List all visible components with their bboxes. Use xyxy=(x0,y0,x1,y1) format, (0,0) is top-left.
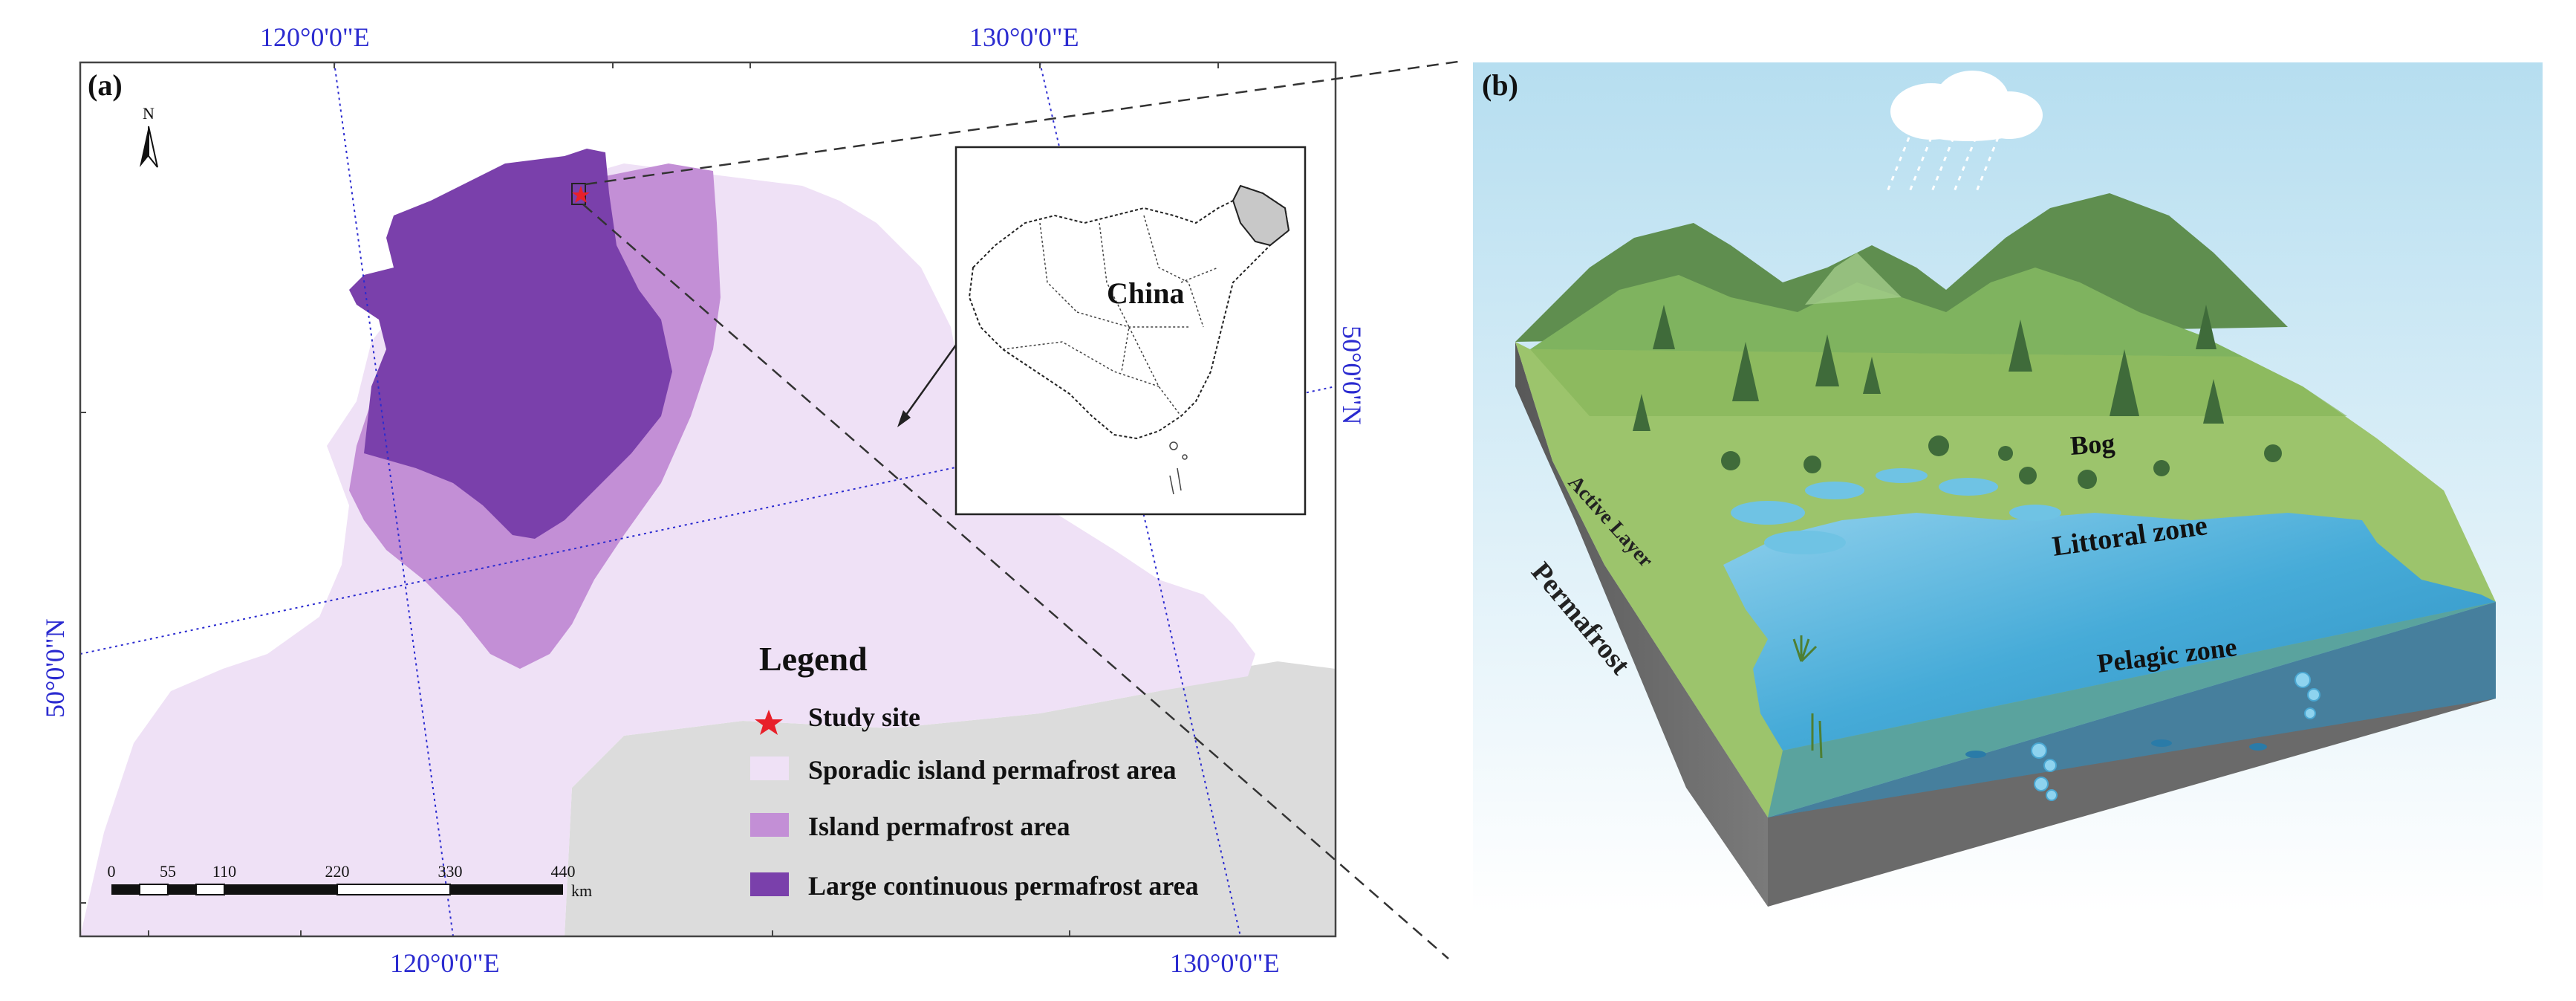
map-legend: Legend Study site Sporadic island permaf… xyxy=(750,640,1199,901)
panel-b-diagram: (b) Bog Littoral zone Pelagic zone Activ… xyxy=(1473,62,2543,914)
legend-item-study-site: Study site xyxy=(808,702,920,732)
scale-tick-0: 0 xyxy=(108,862,116,881)
coord-top-right: 130°0'0"E xyxy=(969,22,1079,52)
sporadic-permafrost-area xyxy=(80,163,1255,936)
inset-pointer-line xyxy=(901,341,960,421)
continuous-permafrost-area xyxy=(349,149,672,539)
legend-item-island: Island permafrost area xyxy=(808,812,1070,841)
grey-land-area xyxy=(565,661,1336,936)
bubbles xyxy=(2031,672,2320,801)
label-bog: Bog xyxy=(2069,428,2116,461)
hainan-islands xyxy=(1169,441,1188,495)
coord-top-left: 120°0'0"E xyxy=(260,22,370,52)
panel-a-label: (a) xyxy=(88,68,123,102)
china-outline xyxy=(968,184,1290,440)
fish xyxy=(1965,739,2267,758)
inset-china-label: China xyxy=(1107,276,1185,310)
legend-item-continuous: Large continuous permafrost area xyxy=(808,871,1199,901)
panel-b-label: (b) xyxy=(1482,68,1518,102)
legend-title: Legend xyxy=(759,640,868,678)
lake-deep xyxy=(1768,602,2496,817)
cloud-icon xyxy=(1890,71,2043,141)
coord-bottom-right: 130°0'0"E xyxy=(1170,948,1280,978)
scale-tick-55: 55 xyxy=(160,862,176,881)
conifer-trees xyxy=(1633,305,2224,431)
legend-item-sporadic: Sporadic island permafrost area xyxy=(808,755,1177,785)
littoral-channels xyxy=(1731,468,2061,554)
north-label: N xyxy=(143,104,155,123)
scale-unit: km xyxy=(571,881,592,900)
frame-ticks xyxy=(80,62,1219,936)
permafrost-left-face xyxy=(1515,342,1768,907)
northeast-china-highlight xyxy=(1232,184,1290,247)
panel-a-map: 0 55 110 220 330 440 km Legend Study sit… xyxy=(40,22,1464,978)
legend-star-icon xyxy=(755,710,783,735)
map-frame xyxy=(79,61,1337,938)
coord-bottom-left: 120°0'0"E xyxy=(390,948,500,978)
scale-tick-220: 220 xyxy=(325,862,350,881)
link-dashed-line-bottom xyxy=(582,204,1449,959)
scale-tick-110: 110 xyxy=(212,862,236,881)
mountains xyxy=(1515,193,2288,357)
scale-tick-330: 330 xyxy=(438,862,463,881)
legend-swatch-island xyxy=(750,813,789,837)
grass-far-band xyxy=(1530,349,2347,416)
legend-swatch-continuous xyxy=(750,872,789,896)
shrubs xyxy=(1721,435,2282,489)
north-arrow xyxy=(140,126,158,168)
inset-pointer-arrow xyxy=(897,410,911,427)
scale-tick-440: 440 xyxy=(551,862,576,881)
scale-bar xyxy=(111,884,563,895)
scale-bar-labels: 0 55 110 220 330 440 km xyxy=(108,862,593,900)
legend-swatch-sporadic xyxy=(750,757,789,780)
reeds xyxy=(1792,635,1823,759)
link-dashed-line-top xyxy=(585,59,1464,186)
coord-right: 50°0'0"N xyxy=(1337,325,1367,425)
lake-water xyxy=(1723,513,2496,751)
study-site-star xyxy=(572,186,590,203)
coordinate-labels: 120°0'0"E 130°0'0"E 120°0'0"E 130°0'0"E … xyxy=(40,22,1367,978)
china-inset xyxy=(954,146,1307,516)
coord-left: 50°0'0"N xyxy=(40,618,70,718)
china-provinces xyxy=(1002,215,1219,417)
